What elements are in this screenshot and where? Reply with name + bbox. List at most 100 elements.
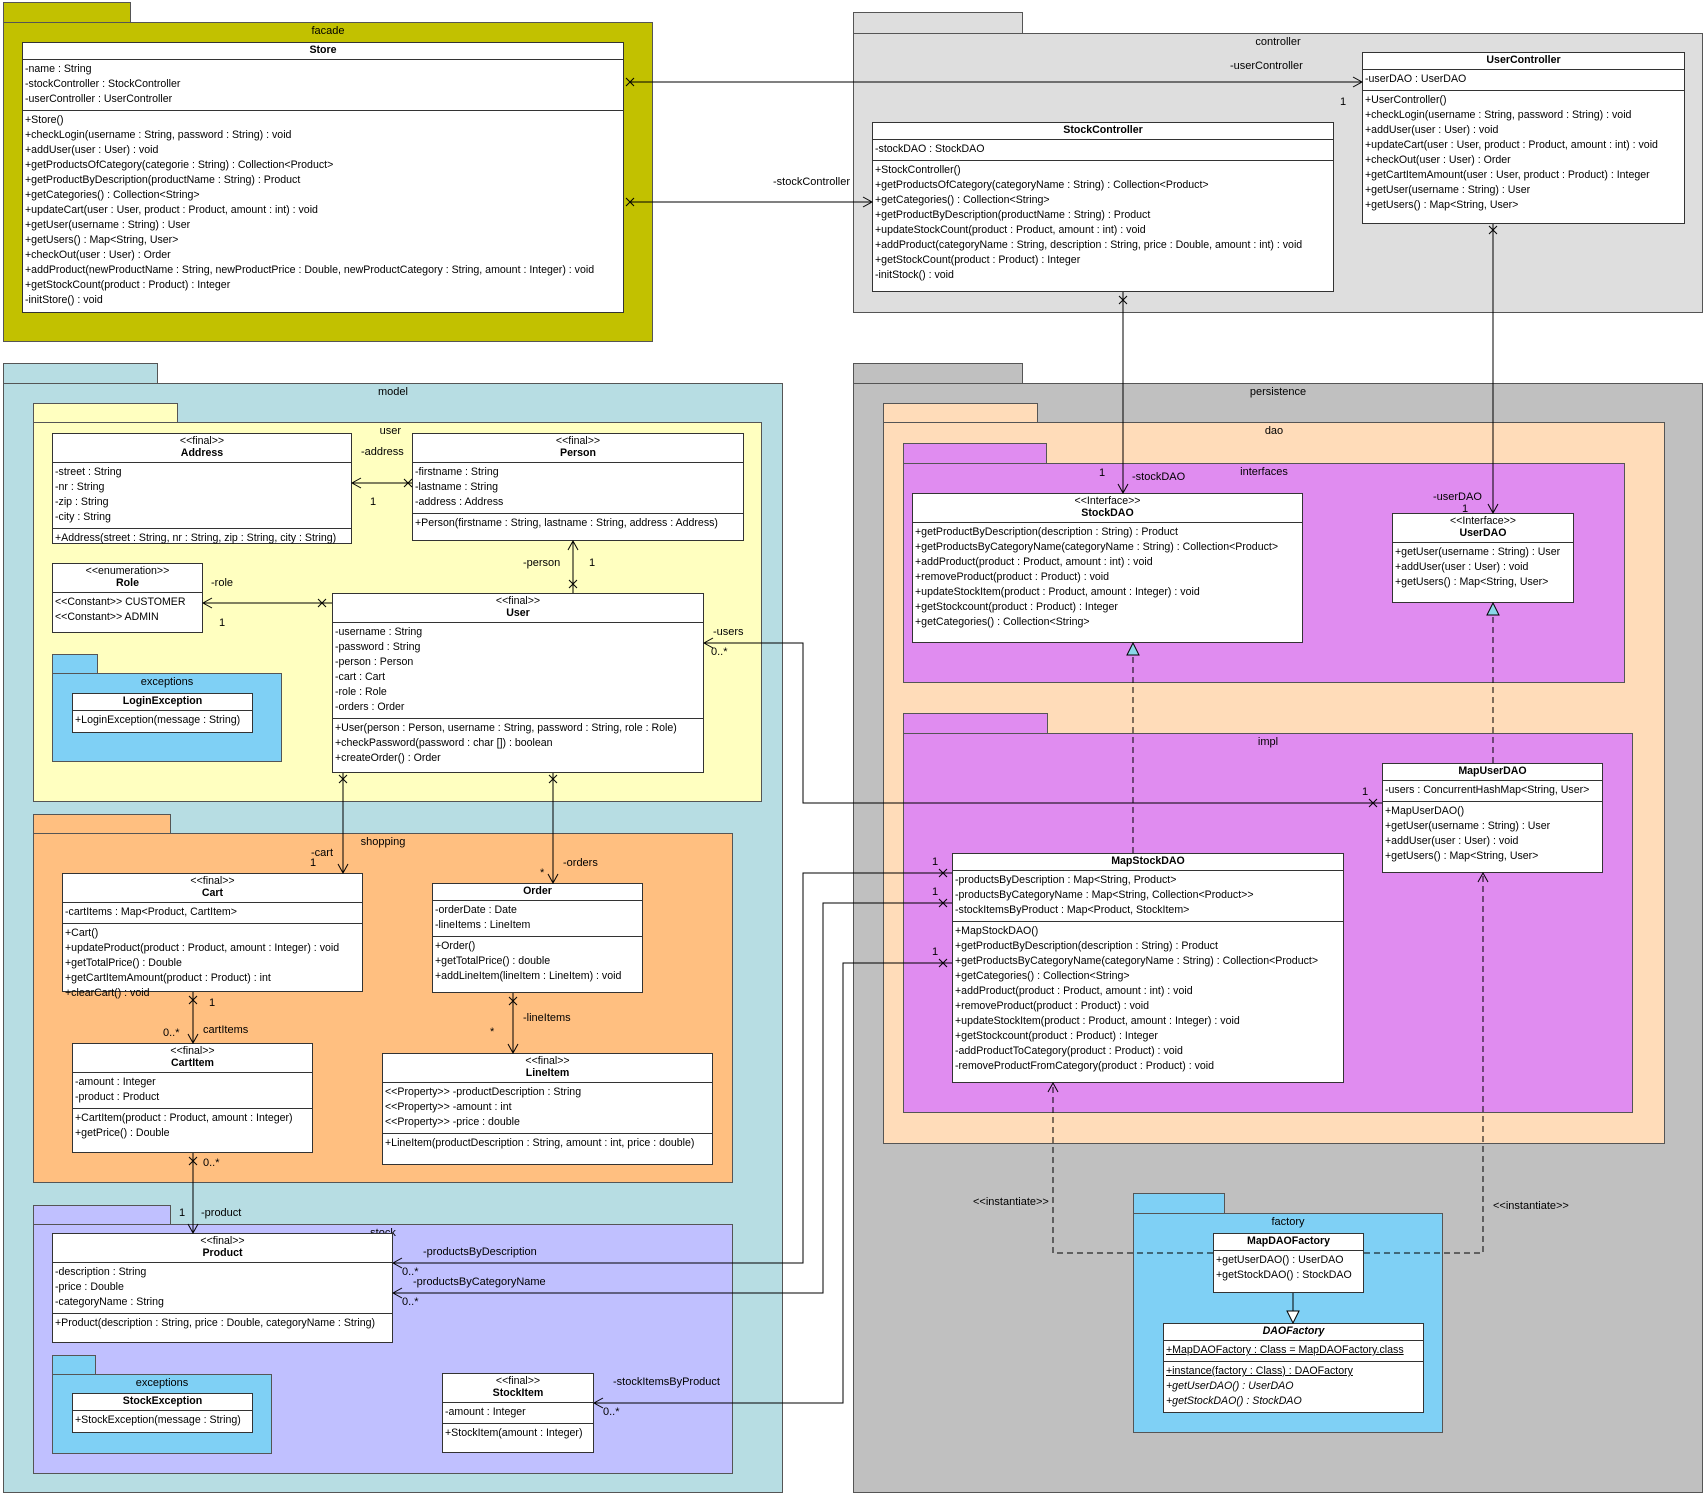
label-person-mult: 1 (589, 557, 596, 569)
class-attribute: <<Property>> -amount : int (385, 1101, 512, 1113)
label-user-dao-mult: 1 (1462, 503, 1469, 515)
class-attribute: -users : ConcurrentHashMap<String, User> (1385, 784, 1590, 796)
class-operation: +checkPassword(password : char []) : boo… (335, 737, 553, 749)
class-user-dao[interactable]: <<Interface>>UserDAO+getUser(username : … (1392, 513, 1574, 603)
label-cart-role: -cart (311, 847, 333, 859)
package-name: interfaces (1240, 466, 1288, 478)
class-operation: +StockException(message : String) (75, 1414, 241, 1426)
label-stock-controller-role: -stockController (773, 176, 851, 188)
label-users-map-mult: 1 (1362, 786, 1369, 798)
class-attribute: -role : Role (335, 686, 387, 698)
label-line-items-mult: * (490, 1026, 495, 1038)
package-name: user (379, 425, 401, 437)
class-name: Person (560, 447, 596, 459)
class-operation: +checkLogin(username : String, password … (1365, 109, 1632, 121)
class-map-user-dao[interactable]: MapUserDAO-users : ConcurrentHashMap<Str… (1382, 763, 1603, 873)
class-operation: +MapStockDAO() (955, 925, 1039, 937)
class-operation: -addProductToCategory(product : Product)… (955, 1045, 1183, 1057)
class-name: Store (309, 44, 337, 56)
class-name: LoginException (122, 695, 203, 707)
label-pbd-mult: 0..* (402, 1266, 419, 1278)
label-users-role: -users (713, 626, 744, 638)
class-user[interactable]: <<final>>User-username : String-password… (332, 593, 704, 773)
class-dao-factory[interactable]: DAOFactory+MapDAOFactory : Class = MapDA… (1163, 1323, 1424, 1413)
class-attribute: -amount : Integer (75, 1076, 156, 1088)
class-stock-item[interactable]: <<final>>StockItem-amount : Integer+Stoc… (442, 1373, 594, 1453)
class-store[interactable]: Store -name : String -stockController : St… (22, 42, 624, 313)
class-login-exception[interactable]: LoginException+LoginException(message : … (72, 693, 253, 733)
class-operations-section: +CartItem(product : Product, amount : In… (73, 1108, 312, 1144)
class-attributes-section: -userDAO : UserDAO (1363, 70, 1684, 90)
class-attributes-section: -firstname : String-lastname : String-ad… (413, 463, 743, 513)
class-operation: +updateStockItem(product : Product, amou… (915, 586, 1200, 598)
class-operation: +getStockcount(product : Product) : Inte… (915, 601, 1118, 613)
class-address[interactable]: <<final>>Address-street : String-nr : St… (52, 433, 352, 544)
class-literals-section: <<Constant>> CUSTOMER<<Constant>> ADMIN (53, 593, 202, 628)
class-attributes-section: -name : String -stockController : StockCo… (23, 60, 623, 110)
label-product-src-mult: 0..* (203, 1157, 220, 1169)
class-attribute: -password : String (335, 641, 421, 653)
class-operations-section: +getUserDAO() : UserDAO+getStockDAO() : … (1214, 1251, 1363, 1286)
class-stereotype: <<final>> (179, 435, 225, 447)
class-operation: +updateStockItem(product : Product, amou… (955, 1015, 1240, 1027)
package-controller-tab (853, 12, 1023, 34)
class-product[interactable]: <<final>>Product-description : String-pr… (52, 1233, 393, 1343)
package-exceptions-user-tab (52, 654, 98, 674)
class-name: Product (202, 1247, 243, 1259)
class-attribute: -cartItems : Map<Product, CartItem> (65, 906, 237, 918)
label-orders-role: -orders (563, 857, 598, 869)
class-line-item[interactable]: <<final>>LineItem<<Property>> -productDe… (382, 1053, 713, 1165)
package-factory-tab (1133, 1193, 1225, 1214)
class-operations-section: +getProductByDescription(description : S… (913, 523, 1302, 633)
class-operation: -removeProductFromCategory(product : Pro… (955, 1060, 1215, 1072)
package-model-tab (3, 363, 158, 384)
class-attribute: -product : Product (75, 1091, 160, 1103)
class-operation: +createOrder() : Order (335, 752, 441, 764)
class-header: <<final>>Address (53, 434, 351, 463)
class-attribute: -zip : String (55, 496, 109, 508)
class-attributes-section: -username : String-password : String-per… (333, 623, 703, 718)
class-stereotype: <<enumeration>> (85, 565, 170, 577)
package-interfaces-tab (903, 443, 1047, 464)
class-header: <<Interface>>StockDAO (913, 494, 1302, 523)
class-map-stock-dao[interactable]: MapStockDAO-productsByDescription : Map<… (952, 853, 1344, 1083)
class-user-controller[interactable]: UserController-userDAO : UserDAO+UserCon… (1362, 52, 1685, 224)
package-name: facade (311, 25, 345, 37)
label-product-mult: 1 (179, 1207, 186, 1219)
class-attribute: -stockItemsByProduct : Map<Product, Stoc… (955, 904, 1190, 916)
class-operations-section: +instance(factory : Class) : DAOFactory+… (1164, 1361, 1423, 1412)
class-stock-exception[interactable]: StockException +StockException(message : … (72, 1393, 253, 1433)
class-attribute: -name : String (25, 63, 92, 75)
package-name: dao (1264, 425, 1284, 437)
class-attribute: -stockController : StockController (25, 78, 181, 90)
class-order[interactable]: Order-orderDate : Date-lineItems : LineI… (432, 883, 643, 993)
class-header: <<final>>Cart (63, 874, 362, 903)
class-operations-section: +Person(firstname : String, lastname : S… (413, 513, 743, 534)
label-cart-items-mult-end: 0..* (163, 1027, 180, 1039)
class-operation: +addLineItem(lineItem : LineItem) : void (435, 970, 622, 982)
class-operation: +getProductByDescription(productName : S… (25, 174, 301, 186)
class-attribute: -stockDAO : StockDAO (875, 143, 985, 155)
class-operation: +getTotalPrice() : double (435, 955, 551, 967)
class-operation: +checkLogin(username : String, password … (25, 129, 292, 141)
class-role[interactable]: <<enumeration>>Role<<Constant>> CUSTOMER… (52, 563, 203, 633)
class-operation: +getUsers() : Map<String, User> (1365, 199, 1519, 211)
label-users-mult: 0..* (711, 646, 728, 658)
class-operations-section: +Store()+checkLogin(username : String, p… (23, 110, 623, 311)
class-name: StockController (1063, 124, 1143, 136)
class-header: <<final>>Product (53, 1234, 392, 1263)
class-cart[interactable]: <<final>>Cart -cartItems : Map<Product, C… (62, 873, 363, 999)
class-attribute: -orderDate : Date (435, 904, 517, 916)
class-cart-item[interactable]: <<final>>CartItem-amount : Integer-produ… (72, 1043, 313, 1153)
class-stock-dao[interactable]: <<Interface>>StockDAO+getProductByDescri… (912, 493, 1303, 643)
package-name: exceptions (140, 676, 194, 688)
class-operation: +removeProduct(product : Product) : void (955, 1000, 1150, 1012)
class-attribute: <<Property>> -productDescription : Strin… (385, 1086, 582, 1098)
class-stock-controller[interactable]: StockController-stockDAO : StockDAO+Stoc… (872, 122, 1334, 292)
class-header: StockException (73, 1394, 252, 1411)
class-name: CartItem (171, 1057, 214, 1069)
class-map-dao-factory[interactable]: MapDAOFactory+getUserDAO() : UserDAO+get… (1213, 1233, 1364, 1293)
label-product-role: -product (201, 1207, 242, 1219)
class-person[interactable]: <<final>>Person-firstname : String-lastn… (412, 433, 744, 541)
class-attributes-section: -amount : Integer -product : Product (73, 1073, 312, 1108)
